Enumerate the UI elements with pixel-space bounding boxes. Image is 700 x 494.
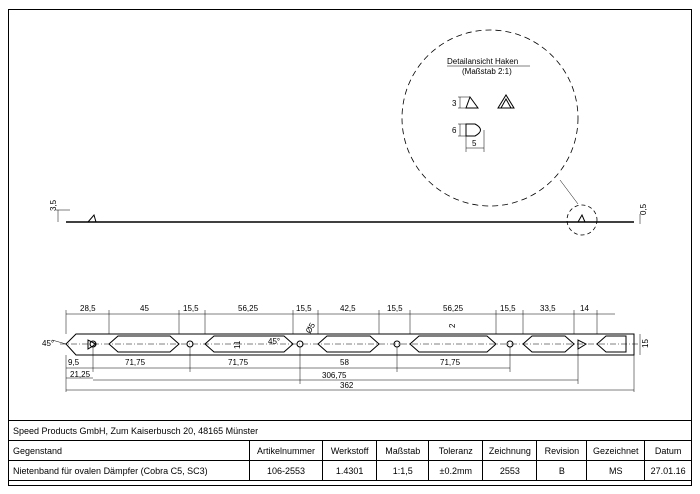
top-dim: 56,25 — [238, 304, 259, 313]
hole-diameter: Ø5 — [304, 321, 317, 335]
company-address: Speed Products GmbH, Zum Kaiserbusch 20,… — [8, 420, 692, 441]
top-dim: 28,5 — [80, 304, 96, 313]
height-dim: 15 — [641, 339, 650, 348]
slot — [596, 335, 627, 353]
value-datum: 27.01.16 — [644, 460, 692, 481]
bottom-dim: 71,75 — [228, 358, 249, 367]
value-werkstoff: 1.4301 — [322, 460, 378, 481]
slot — [204, 335, 294, 353]
hook-detail-front — [497, 94, 515, 109]
detail-dim-6: 6 — [452, 126, 457, 135]
top-dim: 14 — [580, 304, 589, 313]
detail-marker-circle — [566, 204, 598, 236]
top-dim: 15,5 — [183, 304, 199, 313]
slot — [317, 335, 380, 353]
side-view: 3,5 0,5 — [49, 199, 648, 224]
header-gegenstand: Gegenstand — [8, 440, 250, 461]
side-dim-left: 3,5 — [49, 199, 58, 211]
top-dim: 56,25 — [443, 304, 464, 313]
detail-circle — [401, 29, 579, 207]
detail-leader — [559, 179, 579, 205]
value-toleranz: ±0.2mm — [428, 460, 484, 481]
slot — [522, 335, 575, 353]
value-revision: B — [536, 460, 588, 481]
hook-detail-side: 3 — [452, 95, 479, 109]
value-artikelnummer: 106-2553 — [248, 460, 324, 481]
value-gegenstand: Nietenband für ovalen Dämpfer (Cobra C5,… — [8, 460, 250, 481]
top-dim: 15,5 — [296, 304, 312, 313]
drawing-frame — [8, 9, 692, 486]
bottom-dim: 71,75 — [125, 358, 146, 367]
header-revision: Revision — [536, 440, 588, 461]
top-dim: 42,5 — [340, 304, 356, 313]
value-massstab: 1:1,5 — [376, 460, 430, 481]
top-dim: 33,5 — [540, 304, 556, 313]
detail-dim-5: 5 — [472, 139, 477, 148]
detail-dim-3: 3 — [452, 99, 457, 108]
header-artikelnummer: Artikelnummer — [248, 440, 324, 461]
bottom-dim: 9,5 — [68, 358, 80, 367]
slot — [409, 335, 497, 353]
hook-detail-top: 6 5 — [452, 123, 485, 152]
header-datum: Datum — [644, 440, 692, 461]
plan-view: 28,5 45 15,5 56,25 15,5 42,5 15,5 56,25 … — [42, 304, 650, 392]
dim-21: 21,25 — [70, 370, 91, 379]
slot-height: 11 — [233, 340, 242, 349]
header-werkstoff: Werkstoff — [322, 440, 378, 461]
top-dim: 15,5 — [387, 304, 403, 313]
top-dim: 15,5 — [500, 304, 516, 313]
slot-gap: 2 — [448, 323, 457, 328]
angle-slot: 45° — [268, 337, 280, 346]
value-zeichnung: 2553 — [482, 460, 538, 481]
top-dim: 45 — [140, 304, 149, 313]
header-toleranz: Toleranz — [428, 440, 484, 461]
bottom-dim: 71,75 — [440, 358, 461, 367]
detail-scale: (Maßstab 2:1) — [462, 67, 512, 76]
side-dim-right: 0,5 — [639, 203, 648, 215]
dim-306: 306,75 — [322, 371, 347, 380]
bottom-dim: 58 — [340, 358, 349, 367]
title-block: Speed Products GmbH, Zum Kaiserbusch 20,… — [8, 420, 692, 481]
value-gezeichnet: MS — [586, 460, 646, 481]
header-massstab: Maßstab — [376, 440, 430, 461]
slot — [108, 335, 180, 353]
header-zeichnung: Zeichnung — [482, 440, 538, 461]
header-gezeichnet: Gezeichnet — [586, 440, 646, 461]
angle-left: 45° — [42, 339, 54, 348]
detail-title: Detailansicht Haken — [447, 57, 518, 66]
dim-362: 362 — [340, 381, 354, 390]
